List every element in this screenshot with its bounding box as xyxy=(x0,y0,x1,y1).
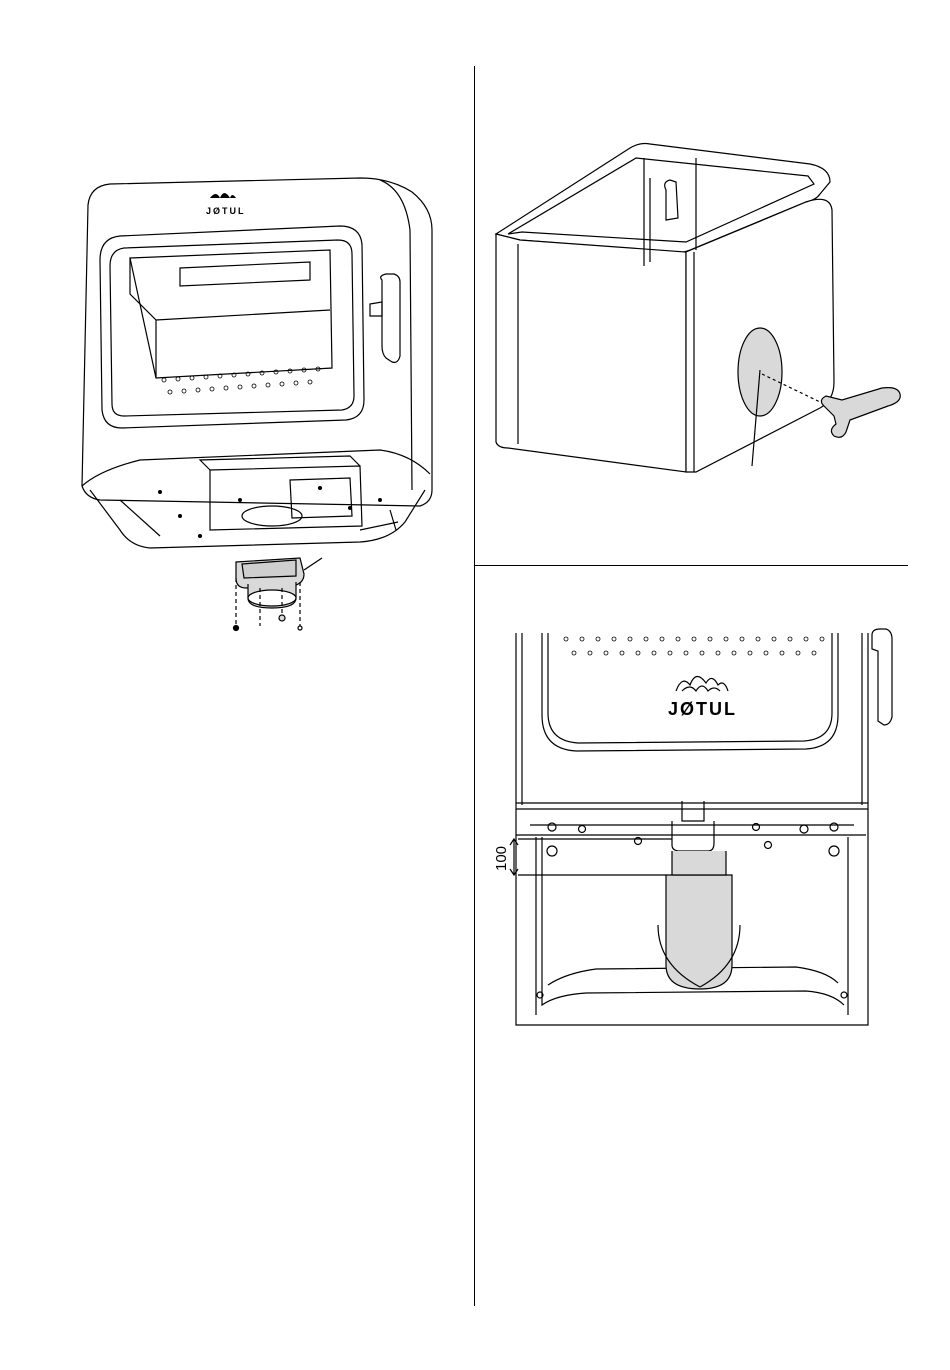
horizontal-divider xyxy=(475,565,908,566)
figure-stove-top-box xyxy=(490,130,910,480)
vertical-divider xyxy=(474,66,475,1306)
brand-label-front: JØTUL xyxy=(668,699,737,719)
jotul-logo-large xyxy=(676,676,728,691)
dimension-label-100: 100 xyxy=(493,846,510,871)
figure-stove-bottom-collar: JØTUL xyxy=(60,170,450,640)
brand-label-top: JØTUL xyxy=(206,206,246,216)
figure-stove-front-dimension: JØTUL 100 xyxy=(486,625,906,1030)
